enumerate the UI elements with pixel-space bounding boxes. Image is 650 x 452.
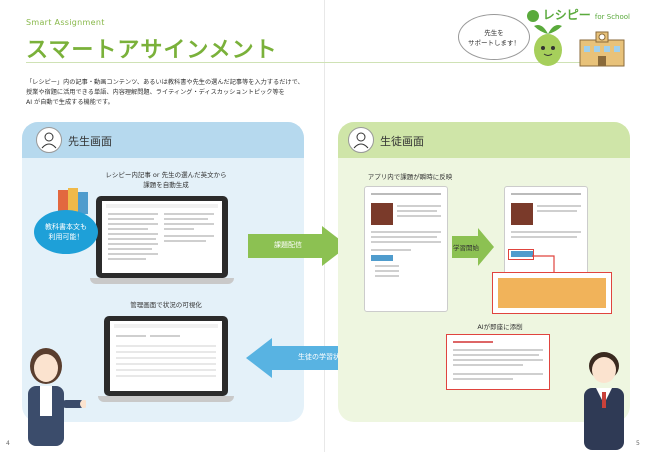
laptop-dashboard-content [110,321,222,391]
teacher-caption-generate: レシピー内記事 or 先生の選んだ英文から 課題を自動生成 [86,170,246,190]
answer-option [371,255,393,261]
brand-name: レシピー [542,8,591,22]
student-caption-instant: アプリ内で課題が瞬時に反映 [367,173,453,181]
bubble-line-2: 利用可能！ [48,233,84,241]
speech-bubble: 先生を サポートします！ [458,14,530,60]
teacher-caption-line-2: 課題を自動生成 [143,181,189,189]
laptop-generate-base [90,278,234,284]
article-photo-2 [511,203,533,225]
article-photo [371,203,393,225]
feedback-result [498,278,606,308]
brand-suffix: for School [594,13,630,21]
mascot-icon [534,25,562,66]
page-number-right: 5 [636,440,640,447]
laptop-generate-content [102,201,222,273]
page-number-left: 4 [6,440,10,447]
page-fold [324,0,325,452]
highlight-connector [532,255,555,276]
textbook-bubble: 教科書本文も 利用可能！ [34,210,98,254]
start-arrow-label: 学習開始 [453,244,479,252]
student-avatar-icon [348,127,374,153]
speech-line-1: 先生を [484,29,504,37]
assign-arrow [248,226,348,266]
teacher-figure-icon [28,348,86,446]
student-panel-header [338,122,630,158]
description-line-2: 授業や宿題に活用できる単語、内容理解問題、ライティング・ディスカッショントピック… [26,89,285,96]
start-arrow [452,228,494,266]
section-subtitle: Smart Assignment [26,18,105,27]
laptop-dashboard-base [98,396,234,402]
page-title: スマートアサインメント [26,38,278,63]
ai-correction-caption: AIが即座に添削 [477,323,523,331]
teacher-caption-line-1: レシピー内記事 or 先生の選んだ英文から [105,171,227,179]
teacher-panel-title: 先生画面 [68,135,112,148]
ai-correction-box [446,334,550,390]
bubble-line-1: 教科書本文も [45,223,87,231]
teacher-caption-dashboard: 管理画面で状況の可視化 [130,301,202,309]
brand-icon [526,9,539,22]
description-line-1: 「レシピー」内の記事・動画コンテンツ、あるいは教科書や先生の選んだ記事等を入力す… [26,79,304,86]
speech-line-2: サポートします！ [468,39,520,47]
school-building-icon [579,31,625,67]
assign-arrow-label: 課題配信 [274,241,302,249]
answer-highlight [508,249,534,260]
student-task-card [364,186,448,312]
description: 「レシピー」内の記事・動画コンテンツ、あるいは教科書や先生の選んだ記事等を入力す… [26,78,316,108]
brand-logo: レシピー for School [526,6,630,23]
student-figure-icon [584,352,624,450]
teacher-panel-header [22,122,304,158]
student-panel-title: 生徒画面 [380,135,424,148]
teacher-avatar-icon [36,127,62,153]
description-line-3: AI が自動で生成する機能です。 [26,99,114,106]
textbook-icon [58,188,88,214]
answer-option-2 [511,251,533,257]
title-divider [26,62,596,63]
